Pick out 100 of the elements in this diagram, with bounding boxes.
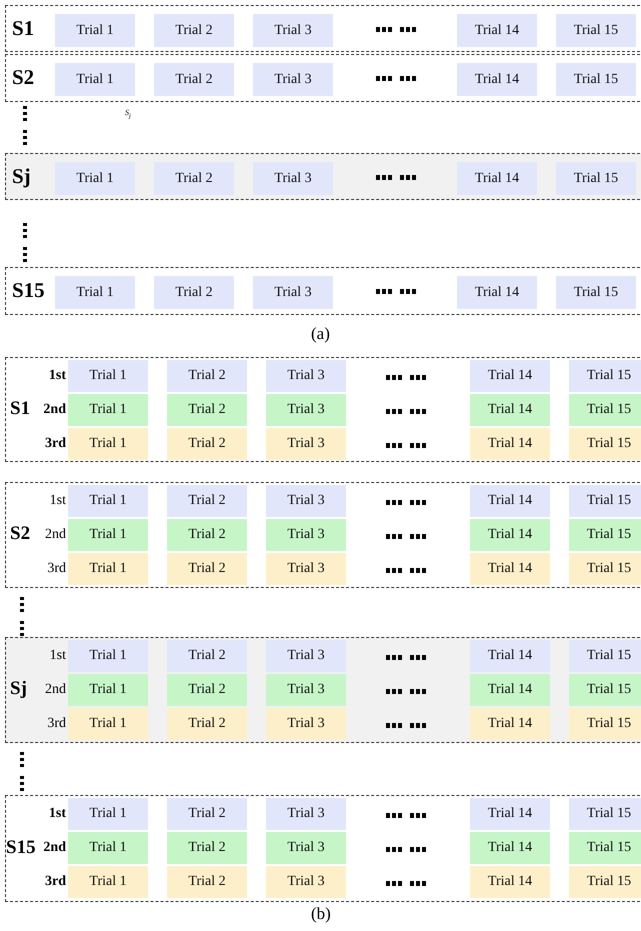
subfigure-caption: (b) (311, 904, 331, 924)
trial-box (68, 832, 148, 864)
trial-label: Trial 14 (488, 648, 532, 664)
trial-label: Trial 14 (488, 493, 532, 509)
trial-label: Trial 3 (287, 561, 325, 577)
trial-label: Trial 15 (574, 22, 618, 38)
trial-box (569, 360, 641, 392)
trial-label: Trial 2 (188, 368, 226, 384)
trial-box (68, 394, 148, 426)
trial-box (470, 866, 550, 898)
trial-box (266, 832, 346, 864)
trial-label: Trial 15 (586, 806, 632, 822)
trial-box (253, 276, 333, 309)
subfigure-caption: (a) (311, 324, 330, 344)
subject-panel (5, 357, 641, 462)
trial-label: Trial 1 (89, 874, 127, 890)
trial-box (253, 14, 333, 47)
trial-label: Trial 1 (89, 840, 127, 856)
trial-label: Trial 1 (89, 716, 127, 732)
trial-label: Trial 3 (287, 527, 325, 543)
trial-box (154, 63, 234, 96)
trial-box (253, 63, 333, 96)
trial-label: Trial 3 (274, 284, 312, 300)
repetition-label: 2nd (43, 402, 66, 418)
trial-label: Trial 14 (488, 402, 532, 418)
trial-box (167, 798, 247, 830)
trial-box (154, 276, 234, 309)
trial-label: Trial 14 (488, 561, 532, 577)
repetition-label: 2nd (45, 682, 66, 698)
trial-box (167, 832, 247, 864)
trial-label: Trial 1 (76, 170, 114, 186)
trial-label: Trial 3 (287, 648, 325, 664)
trial-box (266, 394, 346, 426)
trial-box (266, 708, 346, 740)
repetition-label: 3rd (47, 716, 66, 732)
trial-box (167, 519, 247, 551)
trial-box (556, 14, 636, 47)
trial-box (569, 708, 641, 740)
trial-label: Trial 15 (586, 436, 632, 452)
trial-box (457, 14, 537, 47)
trial-box (556, 276, 636, 309)
repetition-label: 2nd (45, 527, 66, 543)
trial-box (266, 360, 346, 392)
subject-panel (5, 54, 641, 102)
trial-label: Trial 15 (586, 493, 632, 509)
trial-box (457, 276, 537, 309)
trial-label: Trial 14 (474, 284, 520, 300)
trial-label: Trial 1 (89, 527, 127, 543)
trial-box (470, 832, 550, 864)
trial-box (569, 428, 641, 460)
trial-label: Trial 14 (488, 716, 532, 732)
trial-box (569, 832, 641, 864)
trial-box (167, 394, 247, 426)
trial-label: Trial 15 (586, 840, 632, 856)
trial-label: Trial 1 (89, 806, 127, 822)
repetition-label: 3rd (45, 436, 66, 452)
trial-label: Trial 3 (287, 493, 325, 509)
trial-label: Trial 2 (188, 527, 226, 543)
trial-label: Trial 2 (175, 72, 213, 88)
trial-box (68, 708, 148, 740)
trial-label: Trial 1 (89, 648, 127, 664)
trial-box (569, 485, 641, 517)
trial-box (470, 394, 550, 426)
trial-box (167, 360, 247, 392)
repetition-label: 3rd (47, 561, 66, 577)
trial-box (266, 866, 346, 898)
trial-label: Trial 3 (287, 716, 325, 732)
repetition-label: 1st (50, 493, 66, 509)
trial-label: Trial 15 (586, 874, 632, 890)
trial-box (68, 798, 148, 830)
trial-box (556, 63, 636, 96)
trial-label: Trial 3 (274, 72, 312, 88)
trial-label: Trial 1 (76, 284, 114, 300)
trial-label: Trial 2 (175, 22, 213, 38)
trial-box (167, 866, 247, 898)
trial-label: Trial 15 (586, 368, 632, 384)
repetition-label: 1st (48, 368, 66, 384)
trial-box (154, 14, 234, 47)
trial-box (569, 553, 641, 585)
trial-box (266, 674, 346, 706)
trial-box (569, 674, 641, 706)
trial-label: Trial 2 (188, 682, 226, 698)
trial-label: Trial 15 (586, 561, 632, 577)
trial-label: Trial 3 (287, 368, 325, 384)
trial-label: Trial 3 (287, 402, 325, 418)
trial-box (266, 519, 346, 551)
trial-label: Trial 2 (175, 170, 213, 186)
trial-label: Trial 3 (287, 436, 325, 452)
subject-panel (5, 482, 641, 588)
trial-label: Trial 2 (188, 806, 226, 822)
trial-box (569, 394, 641, 426)
trial-label: Trial 14 (474, 22, 520, 38)
trial-box (470, 428, 550, 460)
trial-label: Trial 3 (287, 682, 325, 698)
subject-label: S15 (6, 836, 36, 858)
subject-panel (5, 637, 641, 743)
trial-box (68, 674, 148, 706)
trial-box (470, 519, 550, 551)
trial-box (68, 360, 148, 392)
trial-box (470, 360, 550, 392)
